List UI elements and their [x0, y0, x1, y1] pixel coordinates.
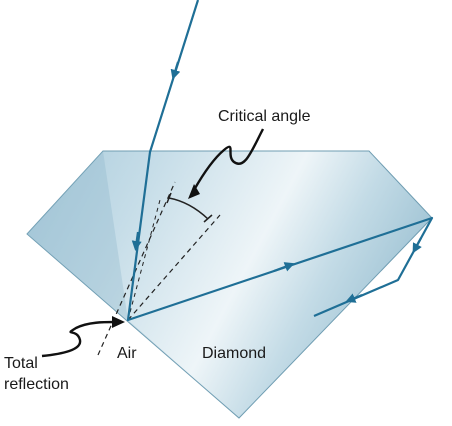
diamond-shape [26, 150, 433, 419]
total-reflection-pointer-head [112, 316, 125, 328]
diamond-label: Diamond [202, 345, 266, 362]
ray-arrow-4 [412, 237, 422, 254]
ray-arrow-3 [273, 262, 295, 273]
critical-angle-tick-left [166, 192, 172, 204]
normal-dashed-line [97, 181, 176, 356]
total-reflection-label-line1: Total [4, 355, 38, 372]
ray-arrow-1 [170, 61, 181, 80]
total-reflection-pointer [41, 320, 116, 358]
critical-angle-label: Critical angle [218, 108, 311, 125]
ray-arrow-5 [345, 293, 363, 303]
diamond-facet-bottom [27, 234, 239, 418]
total-reflection-label-line2: reflection [4, 376, 69, 393]
critical-angle-arc [168, 197, 209, 220]
critical-angle-pointer [192, 128, 265, 191]
air-label: Air [117, 345, 137, 362]
critical-angle-tick-right [203, 214, 213, 223]
diamond-facet-left [27, 151, 128, 320]
critical-angle-pointer-head [188, 184, 200, 199]
ray-arrow-2 [131, 231, 142, 251]
